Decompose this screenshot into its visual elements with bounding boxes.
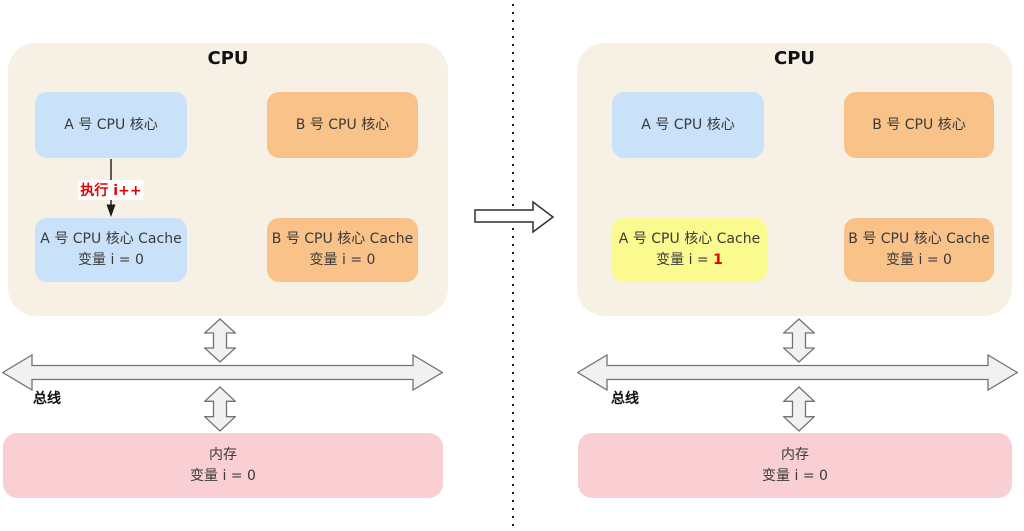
bus-memory-double-arrow-icon xyxy=(783,386,815,432)
panel-separator-dotted-line xyxy=(512,4,514,528)
memory-box: 内存 变量 i = 0 xyxy=(3,433,443,498)
exec-label: 执行 i++ xyxy=(78,180,144,200)
cpu-title: CPU xyxy=(773,48,816,69)
cpu-panel-before: CPU A 号 CPU 核心 B 号 CPU 核心 执行 i++ A 号 CPU… xyxy=(8,43,448,316)
core-a-label: A 号 CPU 核心 xyxy=(641,116,735,133)
core-b-box: B 号 CPU 核心 xyxy=(844,92,994,158)
cpu-bus-double-arrow-icon xyxy=(204,318,236,363)
cache-a-value: 1 xyxy=(713,252,723,268)
cache-a-box-updated: A 号 CPU 核心 Cache 变量 i = 1 xyxy=(612,218,767,282)
bus-label: 总线 xyxy=(611,391,639,407)
cache-a-title: A 号 CPU 核心 Cache xyxy=(618,231,761,247)
cache-b-title: B 号 CPU 核心 Cache xyxy=(848,231,990,247)
cpu-title: CPU xyxy=(207,48,249,69)
memory-title: 内存 xyxy=(209,446,237,463)
cache-a-value: 0 xyxy=(135,252,144,268)
cache-b-variable: 变量 i = 0 xyxy=(886,252,952,268)
memory-value: 0 xyxy=(247,467,256,484)
core-b-box: B 号 CPU 核心 xyxy=(267,92,418,158)
core-a-box: A 号 CPU 核心 xyxy=(35,92,187,158)
cache-a-variable: 变量 i = 0 xyxy=(78,252,144,268)
cache-b-value: 0 xyxy=(366,252,376,268)
memory-title: 内存 xyxy=(781,446,809,463)
cache-b-box: B 号 CPU 核心 Cache 变量 i = 0 xyxy=(844,218,994,282)
core-a-label: A 号 CPU 核心 xyxy=(64,116,158,133)
cache-b-value: 0 xyxy=(943,252,952,268)
core-b-label: B 号 CPU 核心 xyxy=(295,116,390,133)
bus-arrow-icon xyxy=(577,354,1018,391)
bus-arrow-icon xyxy=(2,354,443,391)
cache-b-title: B 号 CPU 核心 Cache xyxy=(271,231,414,247)
memory-variable: 变量 i = 0 xyxy=(190,467,256,484)
cpu-panel-after: CPU A 号 CPU 核心 B 号 CPU 核心 A 号 CPU 核心 Cac… xyxy=(577,43,1012,316)
memory-box: 内存 变量 i = 0 xyxy=(578,433,1012,498)
cache-b-box: B 号 CPU 核心 Cache 变量 i = 0 xyxy=(267,218,418,282)
cpu-bus-double-arrow-icon xyxy=(783,318,815,363)
transition-arrow-icon xyxy=(474,200,554,234)
memory-value: 0 xyxy=(819,467,828,484)
memory-variable: 变量 i = 0 xyxy=(762,467,828,484)
cache-a-variable: 变量 i = 1 xyxy=(656,252,723,268)
cache-b-variable: 变量 i = 0 xyxy=(309,252,376,268)
core-a-box: A 号 CPU 核心 xyxy=(612,92,764,158)
cache-a-box: A 号 CPU 核心 Cache 变量 i = 0 xyxy=(35,218,187,282)
core-b-label: B 号 CPU 核心 xyxy=(872,116,966,133)
cache-a-title: A 号 CPU 核心 Cache xyxy=(40,231,182,247)
bus-label: 总线 xyxy=(33,391,61,407)
bus-memory-double-arrow-icon xyxy=(204,386,236,432)
